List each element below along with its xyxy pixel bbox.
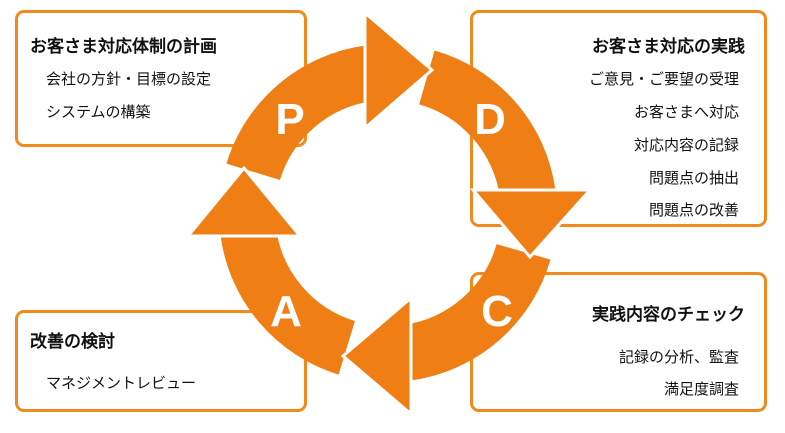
plan-item: システムの構築 [46,103,151,121]
plan-arrowhead [363,9,435,132]
check-arrow-body [402,243,551,381]
act-item: マネジメントレビュー [46,374,197,392]
do-arrowhead [469,188,594,260]
act-arrow-body [220,227,356,375]
do-arrow-body [418,50,556,199]
do-item: 問題点の改善 [648,201,739,219]
do-title: お客さま対応の実践 [592,37,745,57]
plan-title: お客さま対応体制の計画 [30,37,217,57]
do-item: 対応内容の記録 [633,136,739,154]
check-arrowhead [340,294,413,418]
check-item: 記録の分析、監査 [618,348,739,366]
do-item: 問題点の抽出 [648,169,739,187]
letter-p: P [275,95,304,144]
do-item: ご意見・ご要望の受理 [588,70,739,88]
letter-d: D [474,95,506,144]
letter-a: A [270,287,302,336]
act-arrowhead [184,165,304,238]
letter-c: C [481,287,513,336]
do-item: お客さまへ対応 [633,103,739,121]
check-item: 満足度調査 [663,380,739,398]
plan-arrow-body [226,45,374,181]
plan-box [15,10,307,147]
act-title: 改善の検討 [30,332,115,352]
act-box [15,310,307,412]
plan-item: 会社の方針・目標の設定 [46,70,212,88]
check-title: 実践内容のチェック [592,305,745,325]
